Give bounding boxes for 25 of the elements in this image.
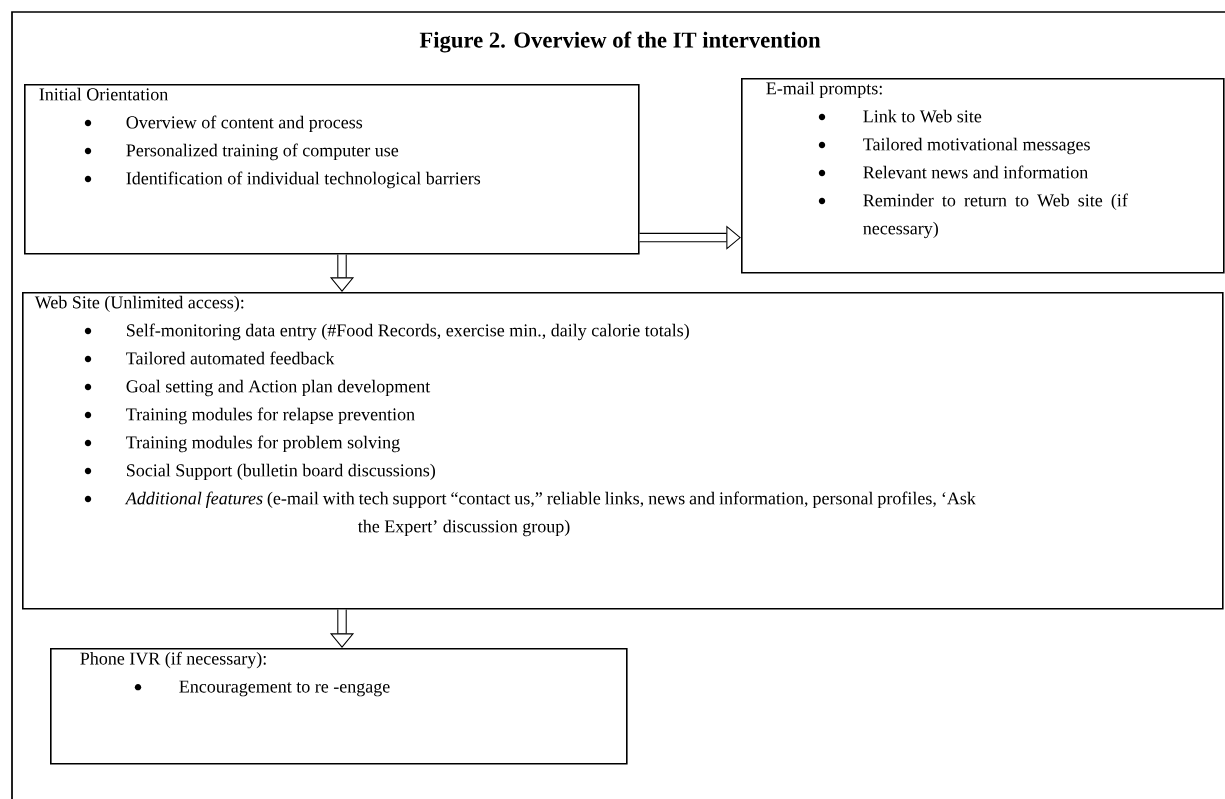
bullet-item: Personalized training of computer use bbox=[84, 143, 399, 161]
bullet-item: Link to Web site bbox=[818, 109, 982, 123]
bullet-item: Reminder to return to Web site (if necessary) bbox=[818, 193, 1128, 239]
bullet-item: Tailored automated feedback bbox=[84, 351, 335, 365]
bullet-item: Social Support (bulletin board discussions) bbox=[84, 463, 435, 481]
text-box bbox=[50, 648, 628, 765]
bullet-item: Goal setting and Action plan development bbox=[84, 379, 431, 397]
box-heading: Web Site (Unlimited access): bbox=[34, 295, 244, 313]
box-heading: Phone IVR (if necessary): bbox=[80, 651, 266, 669]
bullet-item: Encouragement to re -engage bbox=[134, 680, 390, 697]
bullet-item: Training modules for relapse prevention bbox=[84, 407, 415, 425]
text-box bbox=[741, 78, 1225, 274]
text-box bbox=[22, 292, 1224, 610]
text-box bbox=[24, 84, 640, 255]
bullet-item: Training modules for problem solving bbox=[84, 435, 400, 453]
bullet-item: Identification of individual technological barriers bbox=[84, 171, 481, 189]
box-heading: Initial Orientation bbox=[39, 87, 168, 101]
block-arrow bbox=[639, 225, 741, 250]
bullet-item: Tailored motivational messages bbox=[818, 137, 1090, 155]
bullet-item: Overview of content and process bbox=[84, 115, 363, 133]
figure-title: Figure 2. Overview of the IT intervention bbox=[419, 31, 821, 53]
bullet-item: Additional features (e-mail with tech support “contact us,” reliable links, news and information, personal profiles, ‘Ask the Expert’ discussion group) bbox=[84, 491, 976, 537]
box-heading: E-mail prompts: bbox=[766, 81, 882, 99]
bullet-item: Relevant news and information bbox=[818, 165, 1088, 179]
bullet-item: Self-monitoring data entry (#Food Records, exercise min., daily calorie totals) bbox=[84, 323, 689, 341]
